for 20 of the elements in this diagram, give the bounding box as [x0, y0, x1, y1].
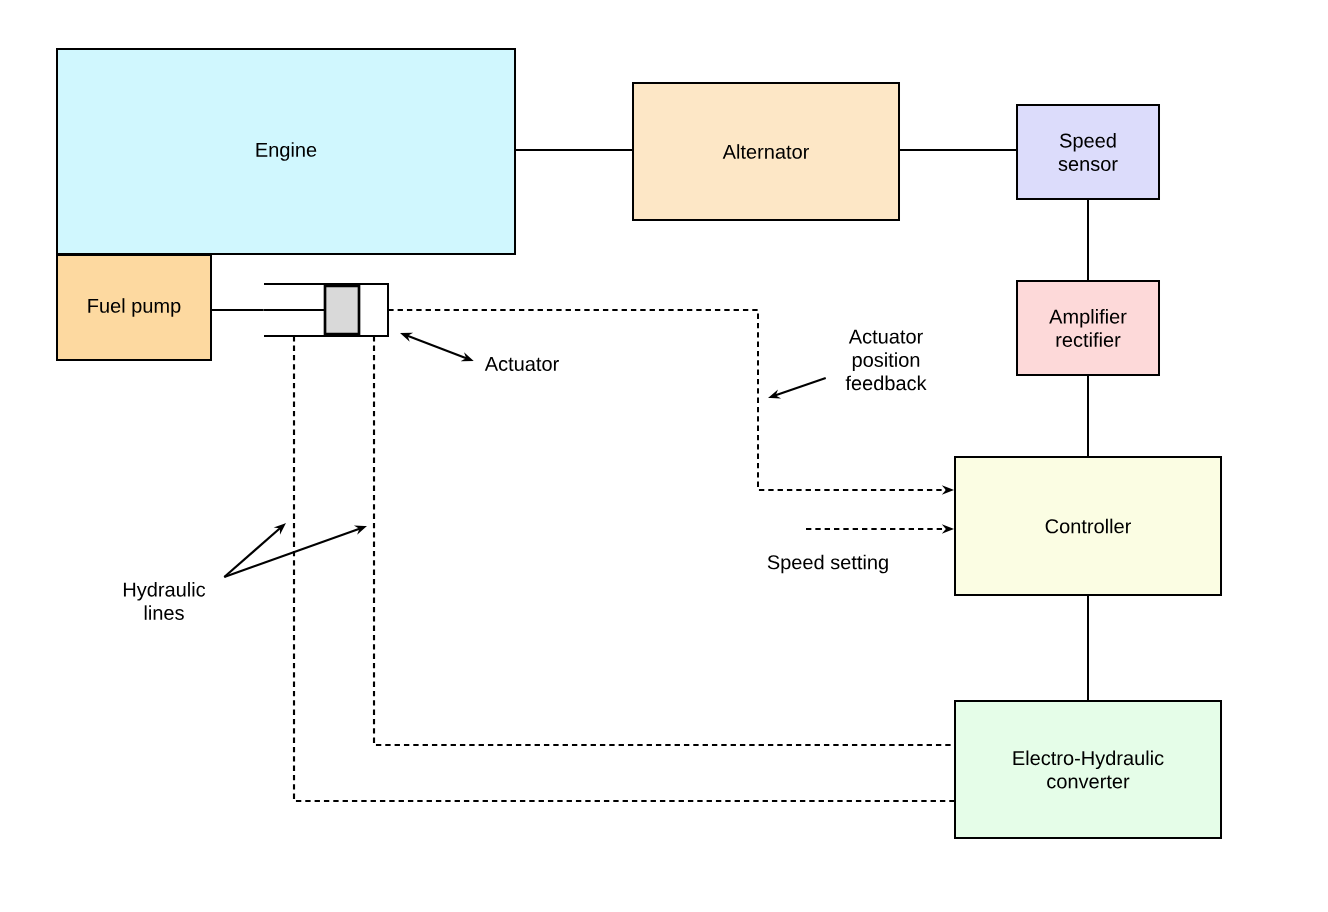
process-box: Engine — [56, 48, 516, 255]
pipe-line — [292, 336, 954, 803]
connector-line — [899, 149, 1017, 151]
connector-line — [1087, 375, 1089, 457]
pipe-line — [372, 336, 954, 747]
callout-text: Actuator — [484, 357, 559, 371]
callout-text: Hydraulic lines — [123, 582, 206, 620]
connector-line — [1087, 595, 1089, 701]
connector-line — [1087, 199, 1089, 281]
process-box: Alternator — [632, 82, 900, 221]
connector-line — [211, 309, 265, 311]
process-box: Electro-Hydraulic converter — [954, 700, 1222, 839]
callout-text: Actuator position feedback — [845, 329, 927, 391]
process-box: Fuel pump — [56, 254, 212, 361]
actuator-cylinder — [263, 283, 389, 337]
process-box: Controller — [954, 456, 1222, 596]
process-box: Amplifier rectifier — [1016, 280, 1160, 376]
process-box: Speed sensor — [1016, 104, 1160, 200]
connector-line — [515, 149, 633, 151]
caption-text: Speed setting — [767, 554, 888, 574]
